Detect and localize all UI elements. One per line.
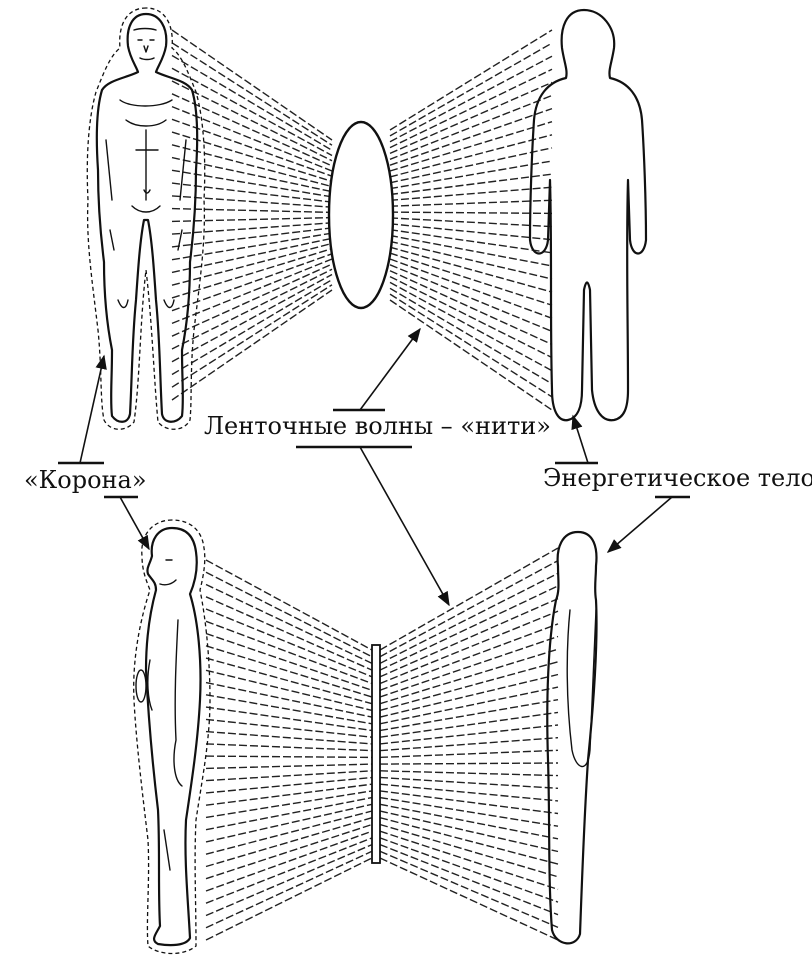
- ribbon-wave-line: [206, 658, 372, 704]
- ribbon-wave-line: [172, 280, 332, 375]
- energy-body-label: Энергетическое тело: [543, 466, 812, 490]
- ribbon-wave-line: [380, 725, 558, 744]
- ribbon-wave-line: [390, 30, 552, 130]
- ribbon-wave-line: [206, 719, 372, 737]
- ribbon-wave-line: [390, 187, 552, 200]
- ribbon-wave-line: [380, 712, 558, 737]
- front-body-outline: [97, 14, 197, 422]
- ribbon-wave-line: [172, 218, 332, 222]
- corona-bottom-arrow: [120, 497, 149, 549]
- screen-bar: [372, 645, 380, 863]
- ribbon-wave-line: [380, 831, 558, 889]
- corona-label: «Корона»: [24, 468, 147, 492]
- ribbon-wave-line: [390, 282, 552, 370]
- ribbon-wave-line: [390, 271, 552, 345]
- ribbon-wave-line: [172, 269, 332, 349]
- ribbon-wave-line: [390, 69, 552, 147]
- ribbon-wave-line: [380, 662, 558, 711]
- bottom-left-ray-bundle: [206, 560, 372, 940]
- bottom-right-ray-bundle: [380, 548, 558, 940]
- ribbon-wave-line: [206, 585, 372, 664]
- ribbon-wave-line: [172, 223, 332, 234]
- ribbon-wave-line: [206, 609, 372, 677]
- ribbon-wave-line: [390, 96, 552, 160]
- side-energy-body: [547, 532, 596, 943]
- ribbon-wave-line: [390, 218, 552, 227]
- ribbon-wave-line: [390, 212, 552, 213]
- corona-top-arrow: [80, 356, 104, 463]
- side-corona-outline: [134, 520, 210, 954]
- ribbon-wave-line: [380, 700, 558, 731]
- ribbon-wave-line: [206, 670, 372, 710]
- ribbon-wave-line: [206, 732, 372, 744]
- ribbon-wave-line: [206, 621, 372, 683]
- ribbon-wave-line: [390, 200, 552, 206]
- side-body-outline: [146, 528, 201, 945]
- ribbon-wave-line: [172, 285, 332, 387]
- ribbon-wave-line: [172, 290, 332, 400]
- ribbon-wave-line: [380, 784, 558, 801]
- ribbon-wave-line: [390, 135, 552, 177]
- ribbon-wave-line: [380, 599, 558, 677]
- top-left-ray-bundle: [172, 30, 332, 400]
- ribbon-wave-line: [390, 43, 552, 136]
- ribbon-wave-line: [390, 247, 552, 292]
- ribbon-wave-line: [390, 230, 552, 253]
- ribbon-wave-line: [380, 611, 558, 683]
- ribbon-wave-line: [206, 771, 372, 781]
- ribbon-wave-line: [380, 804, 558, 839]
- side-human-figure: [134, 520, 210, 954]
- energy-bottom-arrow: [608, 497, 672, 552]
- ribbon-wave-line: [380, 771, 558, 776]
- top-right-ray-bundle: [390, 30, 552, 410]
- ribbon-wave-line: [172, 243, 332, 285]
- ribbon-wave-line: [380, 637, 558, 698]
- ribbon-wave-line: [206, 831, 372, 891]
- ribbon-wave-line: [380, 818, 558, 864]
- side-energy-arm: [567, 610, 596, 767]
- side-hand-shape: [136, 670, 146, 702]
- ribbon-waves-label: Ленточные волны – «нити»: [204, 414, 551, 438]
- ribbon-wave-line: [206, 744, 372, 751]
- lens-ellipse: [329, 122, 393, 308]
- ribbon-wave-line: [380, 811, 558, 852]
- ribbon-wave-line: [206, 804, 372, 842]
- ribbon-wave-line: [206, 597, 372, 670]
- front-body-details: [106, 29, 186, 308]
- front-energy-body: [530, 10, 646, 420]
- ribbon-wave-line: [380, 750, 558, 757]
- ribbon-wave-line: [172, 209, 332, 213]
- ribbon-wave-line: [206, 756, 372, 757]
- ribbon-wave-line: [206, 845, 372, 916]
- ribbon-wave-line: [380, 845, 558, 915]
- ribbon-wave-line: [206, 764, 372, 768]
- ribbon-wave-line: [206, 851, 372, 927]
- ribbon-wave-line: [390, 224, 552, 240]
- ribbon-wave-line: [380, 738, 558, 751]
- ribbon-wave-line: [380, 687, 558, 724]
- ribbon-wave-line: [380, 573, 558, 663]
- ribbon-wave-line: [172, 275, 332, 362]
- ribbon-wave-line: [380, 825, 558, 877]
- ribbon-wave-line: [206, 560, 372, 650]
- waves-top-arrow: [360, 329, 420, 410]
- ribbon-wave-line: [172, 254, 332, 311]
- ribbon-wave-line: [206, 646, 372, 697]
- ribbon-wave-line: [206, 634, 372, 691]
- ribbon-wave-line: [380, 851, 558, 927]
- ribbon-wave-line: [380, 763, 558, 764]
- energy-top-arrow: [573, 416, 588, 463]
- ribbon-wave-line: [172, 56, 332, 151]
- ribbon-wave-line: [390, 109, 552, 166]
- ribbon-wave-line: [380, 561, 558, 657]
- ribbon-wave-line: [390, 82, 552, 153]
- ribbon-wave-line: [206, 572, 372, 656]
- waves-bottom-arrow: [360, 447, 449, 605]
